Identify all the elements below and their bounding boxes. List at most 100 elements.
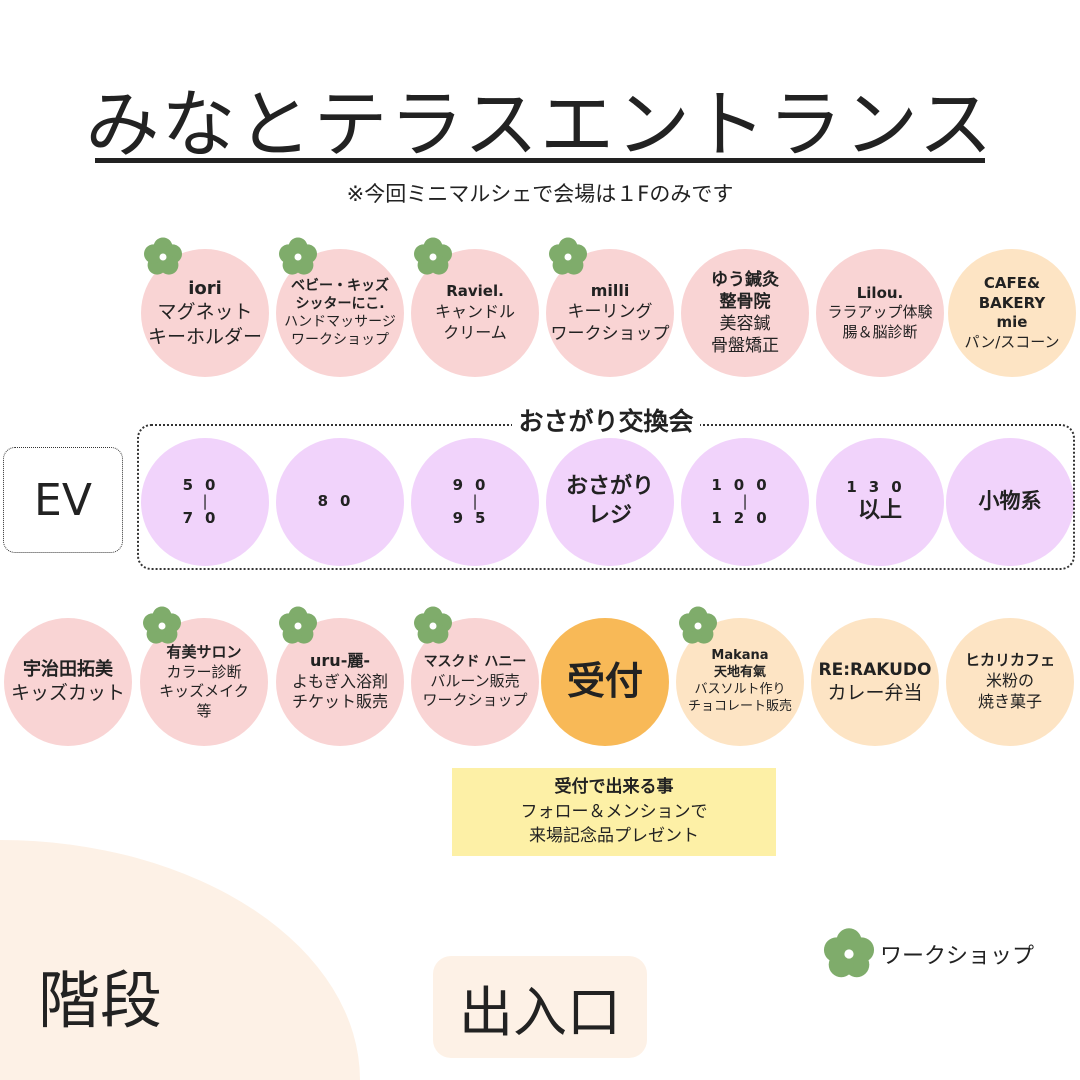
booth-name: RE:RAKUDO	[818, 659, 932, 680]
booth-detail: 美容鍼	[719, 314, 771, 334]
booth-detail: シッターにこ.	[295, 295, 385, 312]
booth-detail: クリーム	[443, 322, 507, 342]
booth-detail: 等	[196, 701, 212, 720]
booth-detail: バスソルト作り	[694, 682, 786, 697]
stairs-label: 階段	[38, 964, 163, 1037]
booth-detail: 天地有氣	[713, 665, 766, 681]
booth-name: おさがり	[565, 474, 654, 500]
booth-name: 宇治田拓美	[23, 658, 113, 680]
booth-detail: 焼き菓子	[977, 691, 1042, 711]
booth-name: マスクド ハニー	[423, 654, 527, 671]
booth-detail: |	[202, 492, 208, 511]
booth-name: CAFE&	[983, 274, 1041, 292]
size-circle: 90|95	[411, 438, 539, 566]
booth-name: iori	[188, 277, 222, 299]
flower-icon	[279, 606, 317, 644]
booth-name: uru-麗-	[310, 650, 370, 670]
booth-detail: キーホルダー	[147, 325, 262, 348]
page-title: みなとテラスエントランス	[85, 82, 995, 168]
booth-name: ベビー・キッズ	[291, 277, 389, 294]
booth-detail: 以上	[857, 498, 902, 524]
size-circle: 80	[276, 438, 404, 566]
size-circle: 50|70	[141, 438, 269, 566]
reception-note: 受付で出来る事 フォロー＆メンションで 来場記念品プレゼント	[452, 768, 776, 856]
size-circle: 小物系	[946, 438, 1074, 566]
booth-name: Raviel.	[446, 282, 504, 301]
flower-icon	[549, 237, 587, 275]
booth-circle: 宇治田拓美キッズカット	[4, 618, 132, 746]
reception-note-line2: 来場記念品プレゼント	[529, 826, 699, 847]
booth-circle: Lilou.ララアップ体験腸＆脳診断	[816, 249, 944, 377]
booth-name: 50	[182, 475, 228, 494]
booth-detail: ワークショップ	[550, 324, 670, 345]
booth-name: 130	[846, 477, 914, 496]
booth-circle: 受付	[541, 618, 669, 746]
entrance-label: 出入口	[433, 956, 647, 1058]
flower-icon	[679, 606, 717, 644]
swap-area-border	[137, 424, 1075, 570]
booth-name: Lilou.	[856, 283, 904, 302]
booth-name: 90	[452, 475, 498, 494]
booth-detail: ワークショップ	[422, 691, 528, 710]
booth-detail: ララアップ体験	[827, 303, 933, 322]
booth-name: milli	[590, 280, 630, 300]
size-circle: 130 以上	[816, 438, 944, 566]
booth-detail: 骨盤矯正	[711, 336, 779, 357]
booth-detail: よもぎ入浴剤	[291, 671, 388, 691]
booth-detail: 整骨院	[719, 291, 771, 312]
booth-detail: キッズカット	[10, 682, 125, 705]
booth-circle: Raviel.キャンドルクリーム	[411, 249, 539, 377]
booth-detail: チョコレート販売	[687, 698, 792, 714]
flower-icon	[414, 237, 452, 275]
booth-detail: 95	[452, 508, 498, 527]
reception-note-heading: 受付で出来る事	[554, 777, 674, 798]
swap-area-title: おさがり交換会	[137, 402, 1075, 438]
booth-name: 100	[711, 475, 779, 494]
reception-note-line1: フォロー＆メンションで	[520, 801, 708, 822]
booth-detail: mie	[996, 313, 1028, 331]
booth-detail: BAKERY	[978, 293, 1046, 312]
booth-circle: ゆう鍼灸整骨院美容鍼骨盤矯正	[681, 249, 809, 377]
title-underline	[95, 158, 985, 163]
booth-detail: パン/スコーン	[964, 332, 1060, 351]
booth-circle: ヒカリカフェ米粉の焼き菓子	[946, 618, 1074, 746]
booth-detail: |	[472, 492, 478, 511]
booth-detail: ハンドマッサージ	[284, 314, 396, 330]
booth-name: 受付	[566, 659, 643, 704]
flower-icon	[279, 237, 317, 275]
flower-icon	[414, 606, 452, 644]
booth-detail: 腸＆脳診断	[842, 322, 918, 341]
booth-name: ヒカリカフェ	[964, 651, 1055, 670]
subtitle: ※今回ミニマルシェで会場は１Fのみです	[346, 182, 734, 206]
booth-name: 小物系	[978, 489, 1042, 514]
booth-detail: マグネット	[157, 301, 253, 323]
booth-name: 有美サロン	[166, 643, 242, 661]
booth-detail: ワークショップ	[291, 332, 389, 349]
booth-detail: チケット販売	[291, 692, 388, 712]
flower-icon	[143, 606, 181, 644]
legend-label: ワークショップ	[880, 944, 1035, 969]
booth-detail: |	[742, 492, 748, 511]
booth-circle: uru-麗-よもぎ入浴剤チケット販売	[276, 618, 404, 746]
size-circle: 100|120	[681, 438, 809, 566]
flower-icon	[823, 928, 875, 978]
booth-name: ゆう鍼灸	[711, 269, 779, 290]
booth-detail: 米粉の	[985, 670, 1034, 690]
booth-detail: キャンドル	[434, 301, 515, 321]
booth-detail: バルーン販売	[430, 671, 520, 690]
booth-detail: レジ	[587, 503, 632, 528]
booth-detail: カレー弁当	[827, 681, 923, 704]
booth-detail: キーリング	[567, 302, 653, 323]
booth-detail: 120	[711, 508, 779, 527]
booth-detail: キッズメイク	[159, 682, 249, 700]
booth-detail: 70	[182, 508, 228, 527]
flower-icon	[144, 237, 182, 275]
booth-name: Makana	[711, 648, 769, 664]
elevator: EV	[3, 447, 123, 553]
booth-detail: カラー診断	[166, 662, 242, 681]
legend: ワークショップ	[820, 925, 1034, 983]
swap-title-text: おさがり交換会	[512, 407, 700, 436]
